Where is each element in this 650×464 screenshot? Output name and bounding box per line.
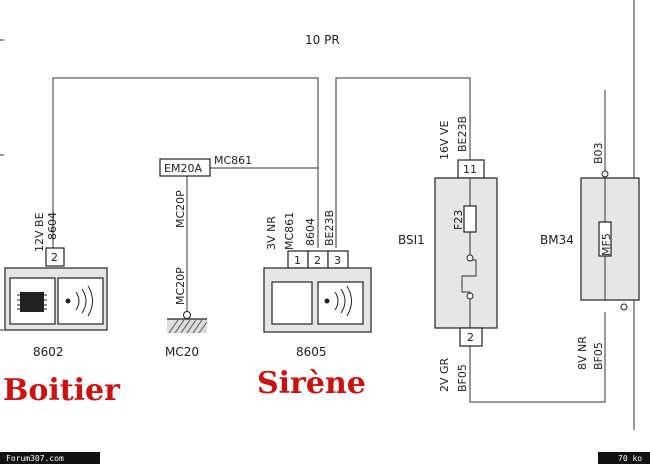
svg-text:MC20P: MC20P: [174, 190, 187, 228]
caption-sirene: Sirène: [257, 366, 366, 401]
bsi-pin-2-box: [459, 327, 483, 347]
svg-text:BF05: BF05: [456, 364, 469, 392]
svg-text:2V GR: 2V GR: [438, 357, 451, 392]
ground-code: MC20: [165, 345, 199, 359]
footer-right-bar: [598, 452, 650, 464]
svg-text:MC861: MC861: [283, 212, 296, 250]
wire-8604: [52, 77, 319, 248]
label-3v-nr: 3V NR: [265, 216, 278, 250]
label-8v-nr: 8V NR: [576, 336, 589, 370]
fuse-mf5-label: MF5: [600, 233, 613, 256]
svg-text:B03: B03: [592, 142, 605, 164]
em20a-label: EM20A: [164, 162, 202, 175]
label-be23b-siren: BE23B: [323, 210, 336, 246]
svg-text:3V NR: 3V NR: [265, 216, 278, 250]
fuse-f23: [463, 205, 477, 233]
svg-text:MF5: MF5: [600, 233, 613, 256]
label-bf05-bm: BF05: [592, 342, 605, 370]
label-8604-siren: 8604: [304, 218, 317, 246]
bsi-pin-2: 2: [467, 331, 474, 344]
bsi1-box: [434, 177, 498, 329]
siren-pin-3: 3: [334, 254, 341, 267]
svg-text:BF05: BF05: [592, 342, 605, 370]
footer-size: 70 ko: [618, 454, 642, 463]
svg-text:BE23B: BE23B: [323, 210, 336, 246]
label-b03: B03: [592, 142, 605, 164]
bsi1-code: BSI1: [398, 233, 425, 247]
footer-left-bar: [0, 452, 100, 464]
label-be23b-bsi: BE23B: [456, 116, 469, 152]
chip-pins-icon: [17, 294, 47, 310]
label-bf05-bsi: BF05: [456, 364, 469, 392]
wire-be23b: [335, 77, 471, 248]
siren-wave-icon: [324, 285, 352, 317]
chip-icon: [20, 292, 44, 312]
siren-left-panel: [271, 281, 313, 325]
caption-boitier: Boitier: [3, 373, 121, 408]
boitier-sensor-panel: [57, 277, 104, 325]
em20a-connector: [159, 158, 211, 177]
bsi-contact-icon: [466, 292, 474, 300]
bsi-contact-icon: [466, 254, 474, 262]
label-mc20p: MC20P: [174, 190, 187, 228]
wave-icon: [65, 285, 93, 317]
label-16v-ve: 16V VE: [438, 120, 451, 160]
siren-pin-1: 1: [294, 254, 301, 267]
boitier-pin-2: 2: [51, 251, 58, 264]
wire-bf05: [469, 312, 606, 403]
diagram-title: 10 PR: [305, 33, 340, 47]
siren-pin-2: 2: [314, 254, 321, 267]
boitier-pin-connector: [45, 247, 65, 267]
bsi-pin-11: 11: [463, 163, 477, 176]
mc861-top-label: MC861: [214, 154, 252, 167]
sirene-code: 8605: [296, 345, 327, 359]
label-mc861: MC861: [283, 212, 296, 250]
footer-site: Forum307.com: [6, 454, 64, 463]
fuse-f23-label: F23: [452, 210, 465, 230]
svg-text:16V VE: 16V VE: [438, 120, 451, 160]
ground-terminal-icon: [183, 311, 191, 319]
siren-right-panel: [317, 281, 364, 325]
ground-hatch-icon: [168, 319, 208, 334]
label-8604-left: 8604: [46, 212, 59, 240]
svg-text:BE23B: BE23B: [456, 116, 469, 152]
bm34-code: BM34: [540, 233, 574, 247]
bm-terminal-bottom-icon: [620, 303, 628, 311]
bm-terminal-top-icon: [601, 170, 609, 178]
label-mc20p-lower: MC20P: [174, 267, 187, 305]
svg-text:F23: F23: [452, 210, 465, 230]
svg-text:8604: 8604: [46, 212, 59, 240]
label-12v: 12V BE: [33, 212, 46, 252]
boitier-code: 8602: [33, 345, 64, 359]
svg-text:8604: 8604: [304, 218, 317, 246]
svg-text:8V NR: 8V NR: [576, 336, 589, 370]
svg-text:12V BE: 12V BE: [33, 212, 46, 252]
svg-text:MC20P: MC20P: [174, 267, 187, 305]
label-2v-gr: 2V GR: [438, 357, 451, 392]
